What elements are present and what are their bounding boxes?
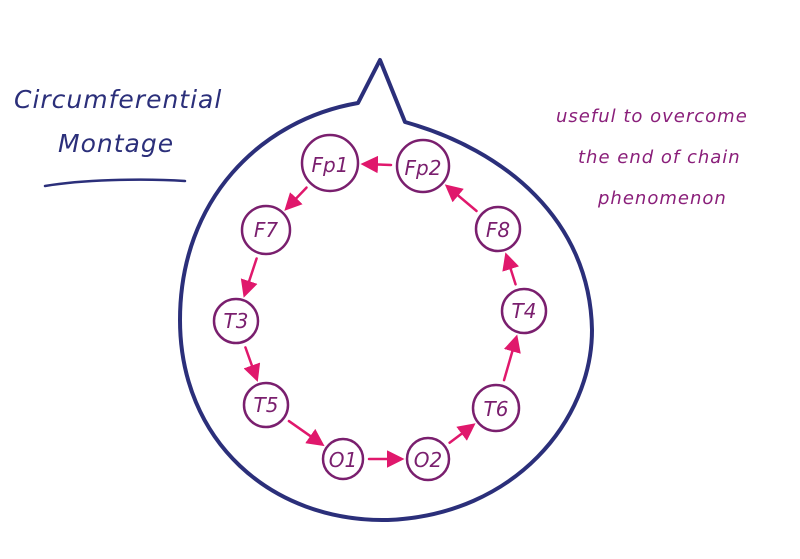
- arrow-f8-to-fp2: [444, 184, 478, 213]
- arrow-fp1-to-f7: [284, 186, 308, 211]
- note-line-1: useful to overcome: [556, 106, 748, 127]
- note-line-2: the end of chain: [578, 147, 741, 168]
- electrode-fp1: Fp1: [300, 133, 360, 193]
- electrode-t6: T6: [471, 383, 521, 433]
- head-outline: [178, 58, 594, 523]
- electrode-o2: O2: [405, 436, 451, 482]
- electrode-label: Fp2: [405, 156, 442, 180]
- electrode-f7: F7: [240, 204, 292, 256]
- electrode-fp2: Fp2: [395, 138, 451, 194]
- title-line-2: Montage: [58, 129, 174, 158]
- arrow-f7-to-t3: [240, 257, 258, 298]
- electrode-t5: T5: [242, 381, 290, 429]
- title-underline: [43, 178, 187, 188]
- electrode-label: O1: [329, 448, 357, 472]
- title: Circumferential Montage: [14, 85, 222, 188]
- electrode-label: F8: [486, 218, 510, 242]
- connection-arrows: [240, 155, 521, 468]
- electrode-label: Fp1: [312, 153, 349, 177]
- electrode-label: T4: [512, 299, 537, 323]
- arrow-t6-to-t4: [502, 334, 521, 382]
- electrode-o1: O1: [321, 437, 365, 481]
- electrode-t3: T3: [212, 297, 260, 345]
- arrow-o2-to-t6: [448, 423, 476, 445]
- electrode-t4: T4: [500, 287, 548, 335]
- electrode-label: T5: [254, 393, 279, 417]
- note-line-3: phenomenon: [597, 188, 727, 209]
- electrode-label: O2: [414, 448, 442, 472]
- arrow-t3-to-t5: [243, 346, 261, 382]
- electrode-label: F7: [254, 218, 279, 242]
- arrow-fp2-to-fp1: [360, 155, 393, 174]
- electrode-label: T6: [484, 397, 509, 421]
- arrow-t4-to-f8: [502, 252, 520, 286]
- title-line-1: Circumferential: [14, 85, 222, 114]
- electrode-nodes: Fp1 Fp2 F7 F8 T3 T4 T5 T6: [212, 133, 548, 482]
- electrode-label: T3: [224, 309, 249, 333]
- side-note: useful to overcome the end of chain phen…: [556, 106, 748, 209]
- electrode-f8: F8: [474, 205, 522, 253]
- arrow-t5-to-o1: [287, 419, 325, 447]
